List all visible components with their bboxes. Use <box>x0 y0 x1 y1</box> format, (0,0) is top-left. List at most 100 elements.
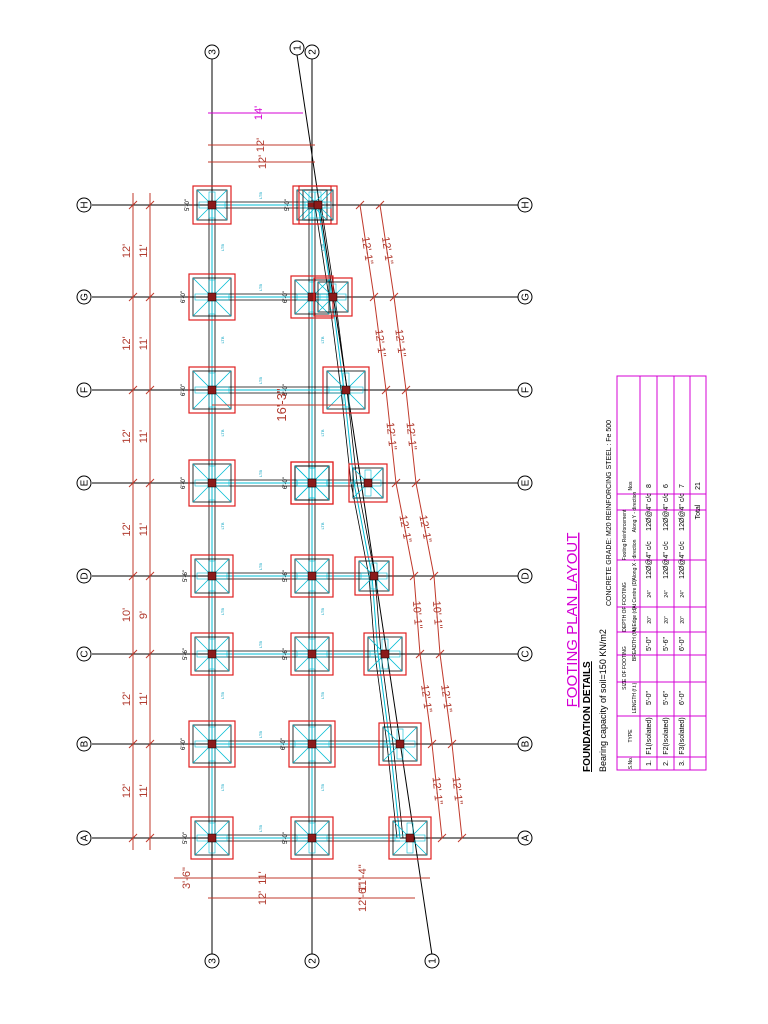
slant-dim-a-label: 12'-1" <box>396 514 413 544</box>
bay-dim-inner-label: 11' <box>138 523 150 537</box>
grid-bubble-B <box>76 736 92 752</box>
bearing-capacity-text: Bearing capacity of soil=150 KN/m2 <box>598 629 608 772</box>
grid-letter-label: D <box>80 572 91 579</box>
footing-3-A <box>190 816 234 860</box>
grid-bubble-G <box>517 289 533 305</box>
beam-label: LTB <box>320 608 325 615</box>
footing-2-A <box>290 816 334 860</box>
grid-bubble-E <box>76 475 92 491</box>
header-alongx: Along X - direction <box>632 539 638 580</box>
column <box>405 833 415 843</box>
bay-dim-outer-label: 12' <box>121 784 133 798</box>
grid-letter-label: B <box>521 740 532 747</box>
footing-size-label: 6'-0" <box>181 291 187 303</box>
special-dim-label: 16'-3" <box>274 388 289 422</box>
footing-1-C <box>363 632 407 676</box>
column <box>307 739 317 749</box>
slant-dim-a-label: 12'-1" <box>418 684 434 713</box>
plan-title: FOOTING PLAN LAYOUT <box>564 533 581 708</box>
beam-label: LTB <box>320 429 325 436</box>
footing-3-C <box>190 632 234 676</box>
grid-bubble-3 <box>204 953 220 969</box>
row-length: 5'-0" <box>646 691 653 705</box>
grid-letter-label: F <box>521 387 532 393</box>
column <box>307 292 317 302</box>
grid-letter-label: D <box>521 572 532 579</box>
bay-dim-inner-label: 11' <box>138 337 150 351</box>
beam-line-1-seg <box>386 743 404 839</box>
bay-dim-outer-label: 12' <box>121 244 133 258</box>
total-value: 21 <box>695 482 702 490</box>
total-label: Total <box>695 504 702 519</box>
slant-dim-b-label: 12'-1" <box>450 776 465 805</box>
bottom-dim-a: 12' <box>257 891 269 905</box>
bottom-dim-e: 3'-6" <box>181 867 193 889</box>
column <box>207 200 217 210</box>
beam-label: LTB <box>258 641 263 648</box>
bay-dim-inner-label: 11' <box>138 430 150 444</box>
row-alongy: 12Ø@4" c/c <box>663 493 670 531</box>
column <box>207 571 217 581</box>
grid-bubble-3 <box>204 44 220 60</box>
beam-label: LTB <box>320 336 325 343</box>
grid-bubble-E <box>517 475 533 491</box>
footing-size-label: 6'-0" <box>283 384 289 396</box>
header-alongy: Along Y - direction <box>632 491 638 532</box>
footing-3-G <box>188 273 236 321</box>
row-centre: 24" <box>680 590 686 598</box>
footing-1-D <box>354 556 394 596</box>
header-sno: S.No. <box>628 757 634 770</box>
bay-dim-outer-label: 12' <box>121 336 133 350</box>
beam-label: LTB <box>320 244 325 251</box>
beam-label: LTB <box>258 284 263 291</box>
row-type: F2(Isolated) <box>663 717 670 754</box>
column <box>207 385 217 395</box>
grid-bubble-B <box>517 736 533 752</box>
column <box>307 478 317 488</box>
column <box>307 649 317 659</box>
grid-number-label: 2 <box>308 49 319 55</box>
footing-size-label: 6'-0" <box>181 477 187 489</box>
footing-size-label: 5'-0" <box>283 832 289 844</box>
tie-beam <box>212 740 312 748</box>
grid-bubble-H <box>517 197 533 213</box>
grid-letter-label: F <box>80 387 91 393</box>
slant-dim-b-label: 12'-1" <box>392 328 407 357</box>
column <box>207 478 217 488</box>
row-alongy: 12Ø@4" c/c <box>646 493 653 531</box>
tie-beam <box>212 386 312 394</box>
footing-size-label: 5'-6" <box>283 648 289 660</box>
row-breadth: 5'-6" <box>663 637 670 651</box>
footing-2-C <box>290 632 334 676</box>
footing-2-B <box>288 720 336 768</box>
beam-label: LTB <box>220 336 225 343</box>
header-depth: DEPTH OF FOOTING <box>622 582 628 632</box>
bay-dim-outer-label: 12' <box>121 429 133 443</box>
header-breadth: BREADTH (f.t.) <box>632 627 638 662</box>
tie-beam <box>312 572 372 580</box>
footing-3-D <box>190 554 234 598</box>
grid-bubble-1 <box>424 953 440 969</box>
grid-bubble-2 <box>304 44 320 60</box>
footing-1-H <box>298 185 338 225</box>
tie-beam <box>212 201 312 209</box>
grid-letter-label: E <box>521 479 532 486</box>
top-dim-b: 12' <box>257 155 269 169</box>
beam-label: LTB <box>258 192 263 199</box>
footing-3-H <box>192 185 232 225</box>
header-centre: At Centre (D) <box>632 579 638 609</box>
beam-label: LTB <box>320 784 325 791</box>
grid-letter-label: H <box>80 201 91 208</box>
column <box>207 292 217 302</box>
footing-3-F <box>188 366 236 414</box>
row-alongy: 12Ø@4" c/c <box>679 493 686 531</box>
footing-1-G <box>313 277 353 317</box>
column <box>341 385 351 395</box>
header-reinf: Footing Reinforcement <box>622 509 628 560</box>
grid-bubble-1 <box>289 40 305 56</box>
beam-label: LTB <box>220 429 225 436</box>
header-nos: Nos <box>628 481 634 490</box>
footing-1-E <box>348 463 388 503</box>
